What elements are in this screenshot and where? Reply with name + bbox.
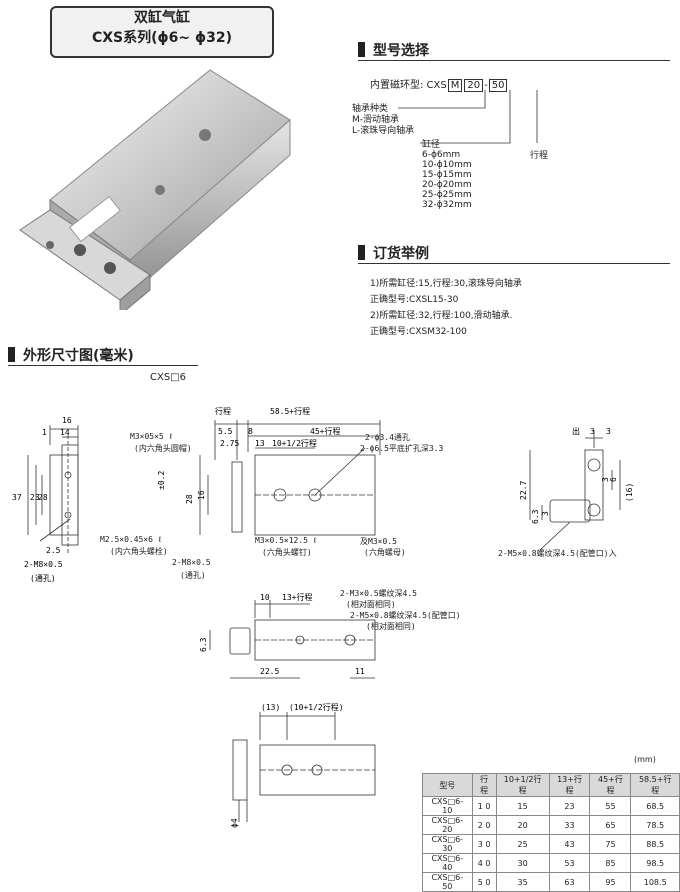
dim-37: 37 xyxy=(12,493,22,502)
order-heading: 订货举例 xyxy=(358,243,429,263)
dim-through2: (通孔) xyxy=(180,571,206,580)
bore-box: 20 xyxy=(464,79,484,92)
dim-hex-nut: (六角螺母) xyxy=(364,548,406,557)
dim-m8: 2-M8×0.5 xyxy=(24,560,63,569)
dim-1: 1 xyxy=(42,428,47,437)
dim-hole-34: 2-ϕ3.4通孔 xyxy=(365,433,410,442)
dim-m3nut: 及M3×0.5 xyxy=(360,537,397,546)
dim-out: 出 xyxy=(572,426,580,436)
dim-8: 8 xyxy=(248,427,253,436)
dim-13-stroke: 13+行程 xyxy=(282,592,312,602)
dim-6: 6 xyxy=(609,477,618,482)
dim-45: 45+行程 xyxy=(310,426,340,436)
end-view-drawing: 16 14 1 37 23 28 2.5 2-M8×0.5 (通孔) xyxy=(12,416,79,583)
dim-10-half-b: (10+1/2行程) xyxy=(289,702,344,712)
dim-through: (通孔) xyxy=(30,573,56,583)
dim-16b: 16 xyxy=(197,490,206,500)
dim-13p: (13) xyxy=(261,703,280,712)
dim-5-5: 5.5 xyxy=(218,427,233,436)
dim-10b: 10 xyxy=(260,593,270,602)
bottom-view-drawing: (13) (10+1/2行程) ϕ4 xyxy=(230,702,376,828)
stroke-box: 50 xyxy=(488,79,508,92)
dim-phi4: ϕ4 xyxy=(230,818,239,828)
dim-28: 28 xyxy=(38,493,48,502)
col-model: 型号 xyxy=(422,773,473,797)
bearing-type: 轴承种类 M-滑动轴承 L-滚珠导向轴承 xyxy=(352,104,415,136)
dim-13: 13 xyxy=(255,439,265,448)
dim-22-7: 22.7 xyxy=(519,481,528,500)
divider xyxy=(358,60,670,61)
dim-3c: 3 xyxy=(601,477,610,482)
dim-2-75: 2.75 xyxy=(220,439,239,448)
dim-58: 58.5+行程 xyxy=(270,406,310,416)
model-select-heading: 型号选择 xyxy=(358,40,429,60)
dim-6-3b: 6.3 xyxy=(199,637,208,652)
dim-m25: M2.5×0.45×6 ℓ xyxy=(100,535,163,544)
title-box: 双缸气缸 CXS系列(ϕ6~ ϕ32) xyxy=(50,6,274,58)
dim-3b: 3 xyxy=(606,427,611,436)
front-view-drawing: 行程 58.5+行程 5.5 8 45+行程 2.75 13 10+1/2行程 … xyxy=(157,406,381,536)
divider xyxy=(8,365,198,366)
dim-opposite: (相对面相同) xyxy=(346,600,396,609)
dim-hex-socket: (内六角头圆帽) xyxy=(134,444,192,453)
heading-bar-icon xyxy=(8,347,15,362)
dim-hex-bolt: (六角头螺钉) xyxy=(262,548,312,557)
dim-23: 23 xyxy=(30,493,40,502)
dim-m8b: 2-M8×0.5 xyxy=(172,558,211,567)
dim-hex-head: (内六角头螺栓) xyxy=(110,547,168,556)
dimension-model: CXS□6 xyxy=(150,372,186,383)
col-stroke: 行程 xyxy=(471,773,497,797)
dim-pm02: ±0.2 xyxy=(157,471,166,490)
dim-11: 11 xyxy=(355,667,365,676)
dim-3a: 3 xyxy=(590,427,595,436)
bearing-box: M xyxy=(447,79,463,92)
col-58: 58.5+行程 xyxy=(630,773,680,797)
top-view-drawing: 10 13+行程 6.3 22.5 11 xyxy=(199,592,376,679)
stroke-label: 行程 xyxy=(530,151,549,161)
col-45: 45+行程 xyxy=(589,773,632,797)
col-10half: 10+1/2行程 xyxy=(495,773,550,797)
dim-m3depth: 2-M3×0.5螺纹深4.5 xyxy=(340,589,417,598)
dim-2-5: 2.5 xyxy=(46,546,61,555)
dim-m3x05x125: M3×0.5×12.5 ℓ xyxy=(255,536,318,545)
dim-m3x05x5: M3×05×5 ℓ xyxy=(130,432,174,441)
dim-10-half: 10+1/2行程 xyxy=(272,438,317,448)
dim-28b: 28 xyxy=(185,494,194,504)
dim-m5port: 2-M5×0.8螺纹深4.5(配管口)入 xyxy=(498,549,617,558)
title-line1: 双缸气缸 xyxy=(134,10,190,26)
order-lines: 1)所需缸径:15,行程:30,滚珠导向轴承 正确型号:CXSL15-30 2)… xyxy=(370,279,522,337)
table-header-row: 型号 行程 10+1/2行程 13+行程 45+行程 58.5+行程 xyxy=(422,773,680,797)
cylinder-product-image xyxy=(19,69,291,310)
dim-stroke: 行程 xyxy=(215,406,231,416)
col-13: 13+行程 xyxy=(548,773,591,797)
dim-6-3: 6.3 xyxy=(531,509,540,524)
dim-counterbore: 2-ϕ6.5平底扩孔深3.3 xyxy=(360,444,444,453)
table-unit: (mm) xyxy=(634,755,656,764)
dimension-heading: 外形尺寸图(毫米) xyxy=(8,345,134,365)
side-view-drawing: 出 3 3 22.7 6 3 (16) 6.3 3 xyxy=(519,426,634,551)
spec-table: 型号 行程 10+1/2行程 13+行程 45+行程 58.5+行程 CXS□6… xyxy=(422,773,680,892)
dim-3d: 3 xyxy=(541,511,550,516)
bore-list: 缸径 6-ϕ6mm 10-ϕ10mm 15-ϕ15mm 20-ϕ20mm 25-… xyxy=(422,140,472,210)
dim-14: 14 xyxy=(60,428,70,437)
dim-22-5: 22.5 xyxy=(260,667,279,676)
divider xyxy=(358,263,670,264)
dim-m5depth: 2-M5×0.8螺纹深4.5(配管口) xyxy=(350,611,461,620)
dim-16: 16 xyxy=(62,416,72,425)
heading-bar-icon xyxy=(358,42,365,57)
dim-opposite2: (相对面相同) xyxy=(366,622,416,631)
dim-16c: (16) xyxy=(625,483,634,502)
title-line2: CXS系列(ϕ6~ ϕ32) xyxy=(91,30,233,46)
model-leader-lines xyxy=(398,90,538,144)
heading-bar-icon xyxy=(358,245,365,260)
